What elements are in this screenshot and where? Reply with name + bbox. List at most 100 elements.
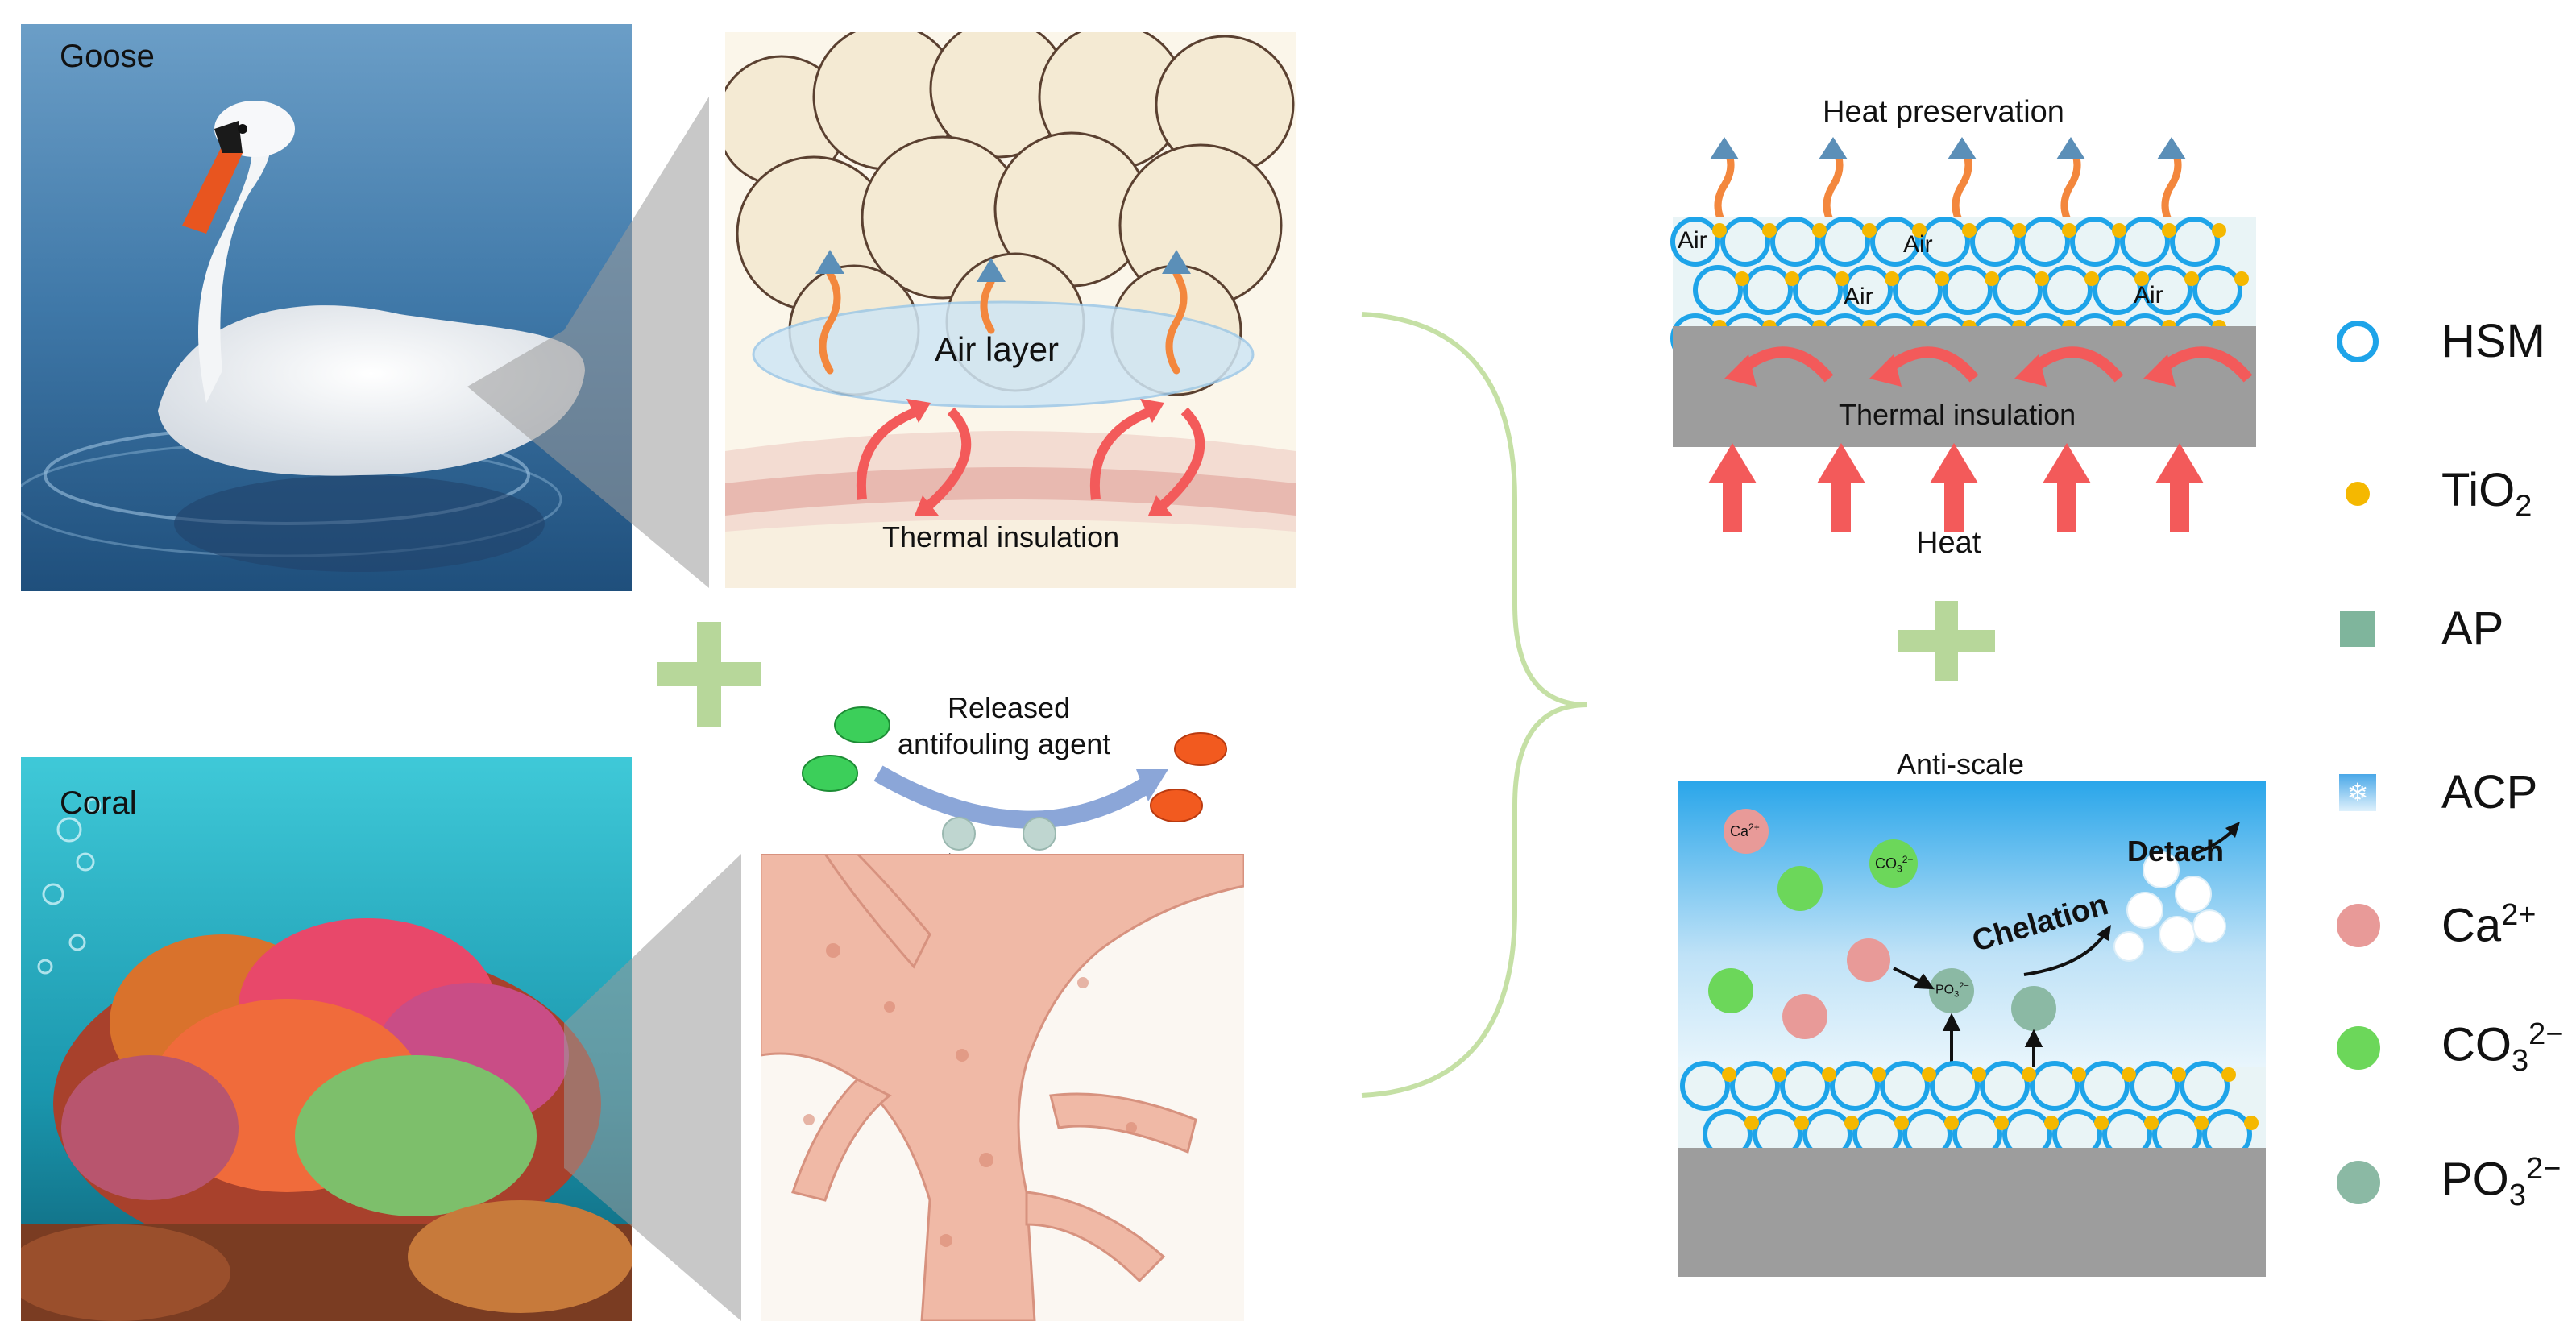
tio2-particle [1885,271,1899,286]
hsm-sphere [2070,217,2120,267]
zoom-wedge-coral [564,854,741,1321]
hsm-sphere [1670,217,1720,267]
hsm-sphere [1870,217,1920,267]
tio2-particle [2134,271,2149,286]
coral-illustration [761,854,1244,1321]
legend-swatch-co3 [2337,1025,2380,1070]
air-bubble-label-2: Air [1903,231,1933,258]
co3-ion-sub: 3 [1897,863,1902,875]
plus-sign-left [657,622,761,727]
ca-ion-text: Ca [1730,823,1749,839]
tio2-particle [2094,1116,2109,1130]
co3-ion-sup: 2− [1902,854,1914,865]
legend-item-co3: CO32− [2337,1017,2563,1079]
hsm-sphere [2030,1061,2080,1111]
hsm-sphere [1993,265,2043,315]
anti-scale-diagram [1678,781,2266,1277]
hsm-sphere [1980,1061,2030,1111]
coral-label: Coral [60,785,137,821]
legend-label-ap: AP [2441,603,2504,655]
tio2-particle [2221,1067,2236,1082]
hsm-sphere [1943,265,1993,315]
legend-item-po3: PO32− [2337,1152,2561,1213]
legend-item-acp: ❄ACP [2337,765,2537,819]
tio2-particle [1922,1067,1936,1082]
tio2-particle [1972,1067,1986,1082]
tio2-particle [1722,1067,1736,1082]
heat-preservation-diagram [1670,137,2256,532]
air-bubble-label-4: Air [2134,282,2163,309]
legend-swatch-hsm [2337,320,2379,362]
tio2-particle [1835,271,1849,286]
tio2-particle [1985,271,1999,286]
legend-swatch-tio2 [2346,481,2370,506]
tio2-particle [2244,1116,2259,1130]
tio2-particle [1772,1067,1786,1082]
tio2-particle [2112,223,2126,238]
hsm-sphere [1820,217,1870,267]
legend-item-ap: AP [2337,602,2503,656]
legend-swatch-po3 [2337,1160,2380,1204]
hsm-sphere [2180,1061,2230,1111]
tio2-particle [1794,1116,1809,1130]
hsm-sphere [2043,265,2093,315]
hsm-sphere [2143,265,2192,315]
legend-swatch-ca [2337,903,2380,947]
tio2-particle [2144,1116,2159,1130]
legend-label-acp: ACP [2441,766,2538,818]
air-bubble-label-3: Air [1844,284,1873,310]
legend-label-po3: PO32− [2441,1152,2561,1212]
hsm-sphere [1680,1061,1730,1111]
goose-thermal-insulation-label: Thermal insulation [882,520,1120,553]
goose-label: Goose [60,39,155,74]
hsm-sphere [2093,265,2143,315]
detach-label: Detach [2127,835,2225,868]
hsm-sphere [1780,1061,1830,1111]
tio2-particle [1962,223,1977,238]
hsm-sphere [1743,265,1793,315]
legend-item-hsm: HSM [2337,314,2545,368]
tio2-particle [2212,223,2226,238]
tio2-particle [1744,1116,1759,1130]
tio2-particle [2122,1067,2136,1082]
hsm-sphere [1930,1061,1980,1111]
hsm-sphere [1793,265,1843,315]
air-layer-label: Air layer [935,330,1060,368]
hsm-sphere [2170,217,2220,267]
heat-preservation-title: Heat preservation [1823,95,2064,129]
tio2-particle [2162,223,2176,238]
tio2-particle [2072,1067,2086,1082]
curly-brace [1361,312,1588,1098]
tio2-particle [1872,1067,1886,1082]
goose-photo [21,24,632,591]
tio2-particle [1844,1116,1859,1130]
tio2-particle [2022,1067,2036,1082]
anti-scale-title: Anti-scale [1897,748,2025,781]
tio2-particle [1994,1116,2009,1130]
hsm-sphere [2080,1061,2130,1111]
po3-ion-sub: 3 [1954,989,1960,1000]
co3-ion-label: CO32− [1875,854,1913,875]
ca-ion-sup: 2+ [1748,822,1760,833]
coral-photo [21,757,632,1321]
hsm-sphere [1843,265,1893,315]
tio2-particle [1762,223,1777,238]
hsm-sphere [1730,1061,1780,1111]
zoom-wedge-goose [467,97,709,588]
hsm-sphere [1830,1061,1880,1111]
legend-label-tio2: TiO2 [2441,464,2532,524]
tio2-particle [1785,271,1799,286]
tio2-particle [2172,1067,2186,1082]
tio2-particle [2194,1116,2209,1130]
legend-item-tio2: TiO2 [2337,463,2532,524]
ca-ion-label: Ca2+ [1730,822,1760,840]
hsm-sphere [2192,265,2242,315]
po3-ion-label: PO32− [1935,981,1969,1000]
released-agent-label-line1: Released [948,691,1071,724]
hsm-sphere [1920,217,1970,267]
tio2-particle [1862,223,1877,238]
tio2-particle [2035,271,2049,286]
heat-thermal-insulation-label: Thermal insulation [1839,398,2076,431]
legend-item-ca: Ca2+ [2337,898,2536,952]
legend-label-hsm: HSM [2441,315,2545,367]
